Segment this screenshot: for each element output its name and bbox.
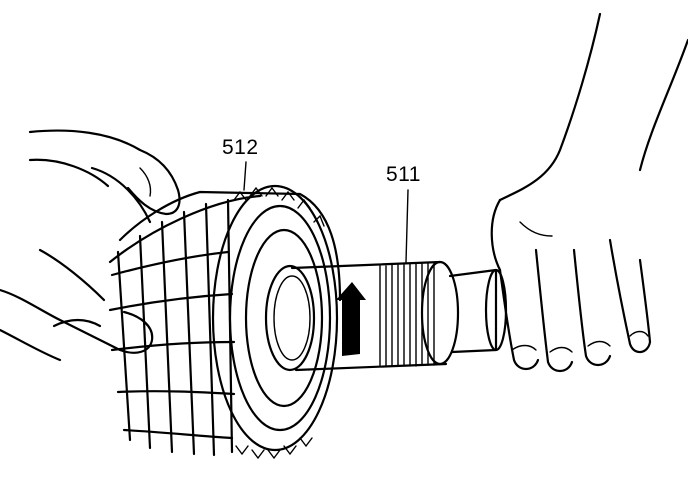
right-hand	[490, 12, 688, 373]
leader-512	[243, 161, 247, 191]
callout-511: 511	[386, 163, 421, 186]
shaft-511	[290, 260, 508, 372]
callout-512: 512	[222, 136, 259, 159]
leader-511	[405, 189, 409, 263]
left-hand	[0, 129, 181, 362]
gear-assembly-512	[108, 184, 342, 460]
